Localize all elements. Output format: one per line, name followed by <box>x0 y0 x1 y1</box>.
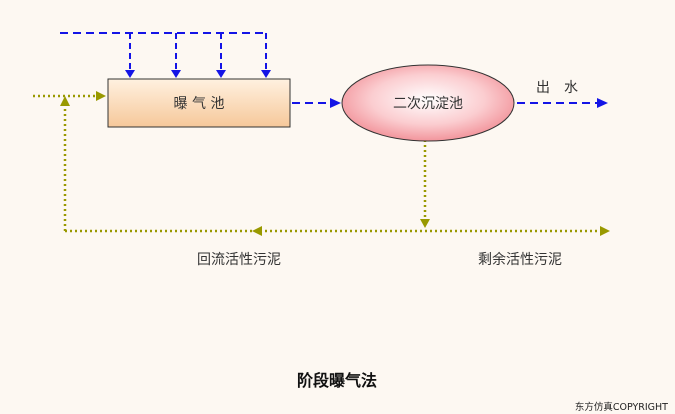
aeration-tank-box <box>107 78 291 128</box>
sludge-lines <box>33 91 610 236</box>
waste-sludge-arrow-icon <box>600 226 610 236</box>
copyright-text: 东方仿真COPYRIGHT <box>575 401 668 413</box>
effluent-flow <box>517 98 608 108</box>
air-branch-2-arrow-icon <box>171 70 181 78</box>
secondary-clarifier-label: 二次沉淀池 <box>393 96 463 112</box>
return-riser-arrow-icon <box>60 96 70 106</box>
air-feed-lines <box>60 32 271 78</box>
air-branch-1-arrow-icon <box>125 70 135 78</box>
return-sludge-label: 回流活性污泥 <box>197 252 281 268</box>
aeration-tank: 曝 气 池 <box>107 78 291 128</box>
tank-to-clarifier-arrow-icon <box>330 98 341 108</box>
effluent-label: 出 水 <box>536 80 578 96</box>
underflow-arrow-icon <box>420 219 430 228</box>
waste-sludge-label: 剩余活性污泥 <box>478 251 562 268</box>
mixed-liquor-flow <box>292 98 341 108</box>
air-branch-3-arrow-icon <box>216 70 226 78</box>
secondary-clarifier-shape <box>341 64 515 142</box>
secondary-clarifier: 二次沉淀池 <box>341 64 515 142</box>
aeration-tank-label: 曝 气 池 <box>174 96 225 112</box>
influent-arrow-icon <box>96 91 106 101</box>
return-sludge-arrow-icon <box>252 226 262 236</box>
diagram-caption: 阶段曝气法 <box>297 371 377 390</box>
effluent-arrow-icon <box>597 98 608 108</box>
air-branch-4-arrow-icon <box>261 70 271 78</box>
